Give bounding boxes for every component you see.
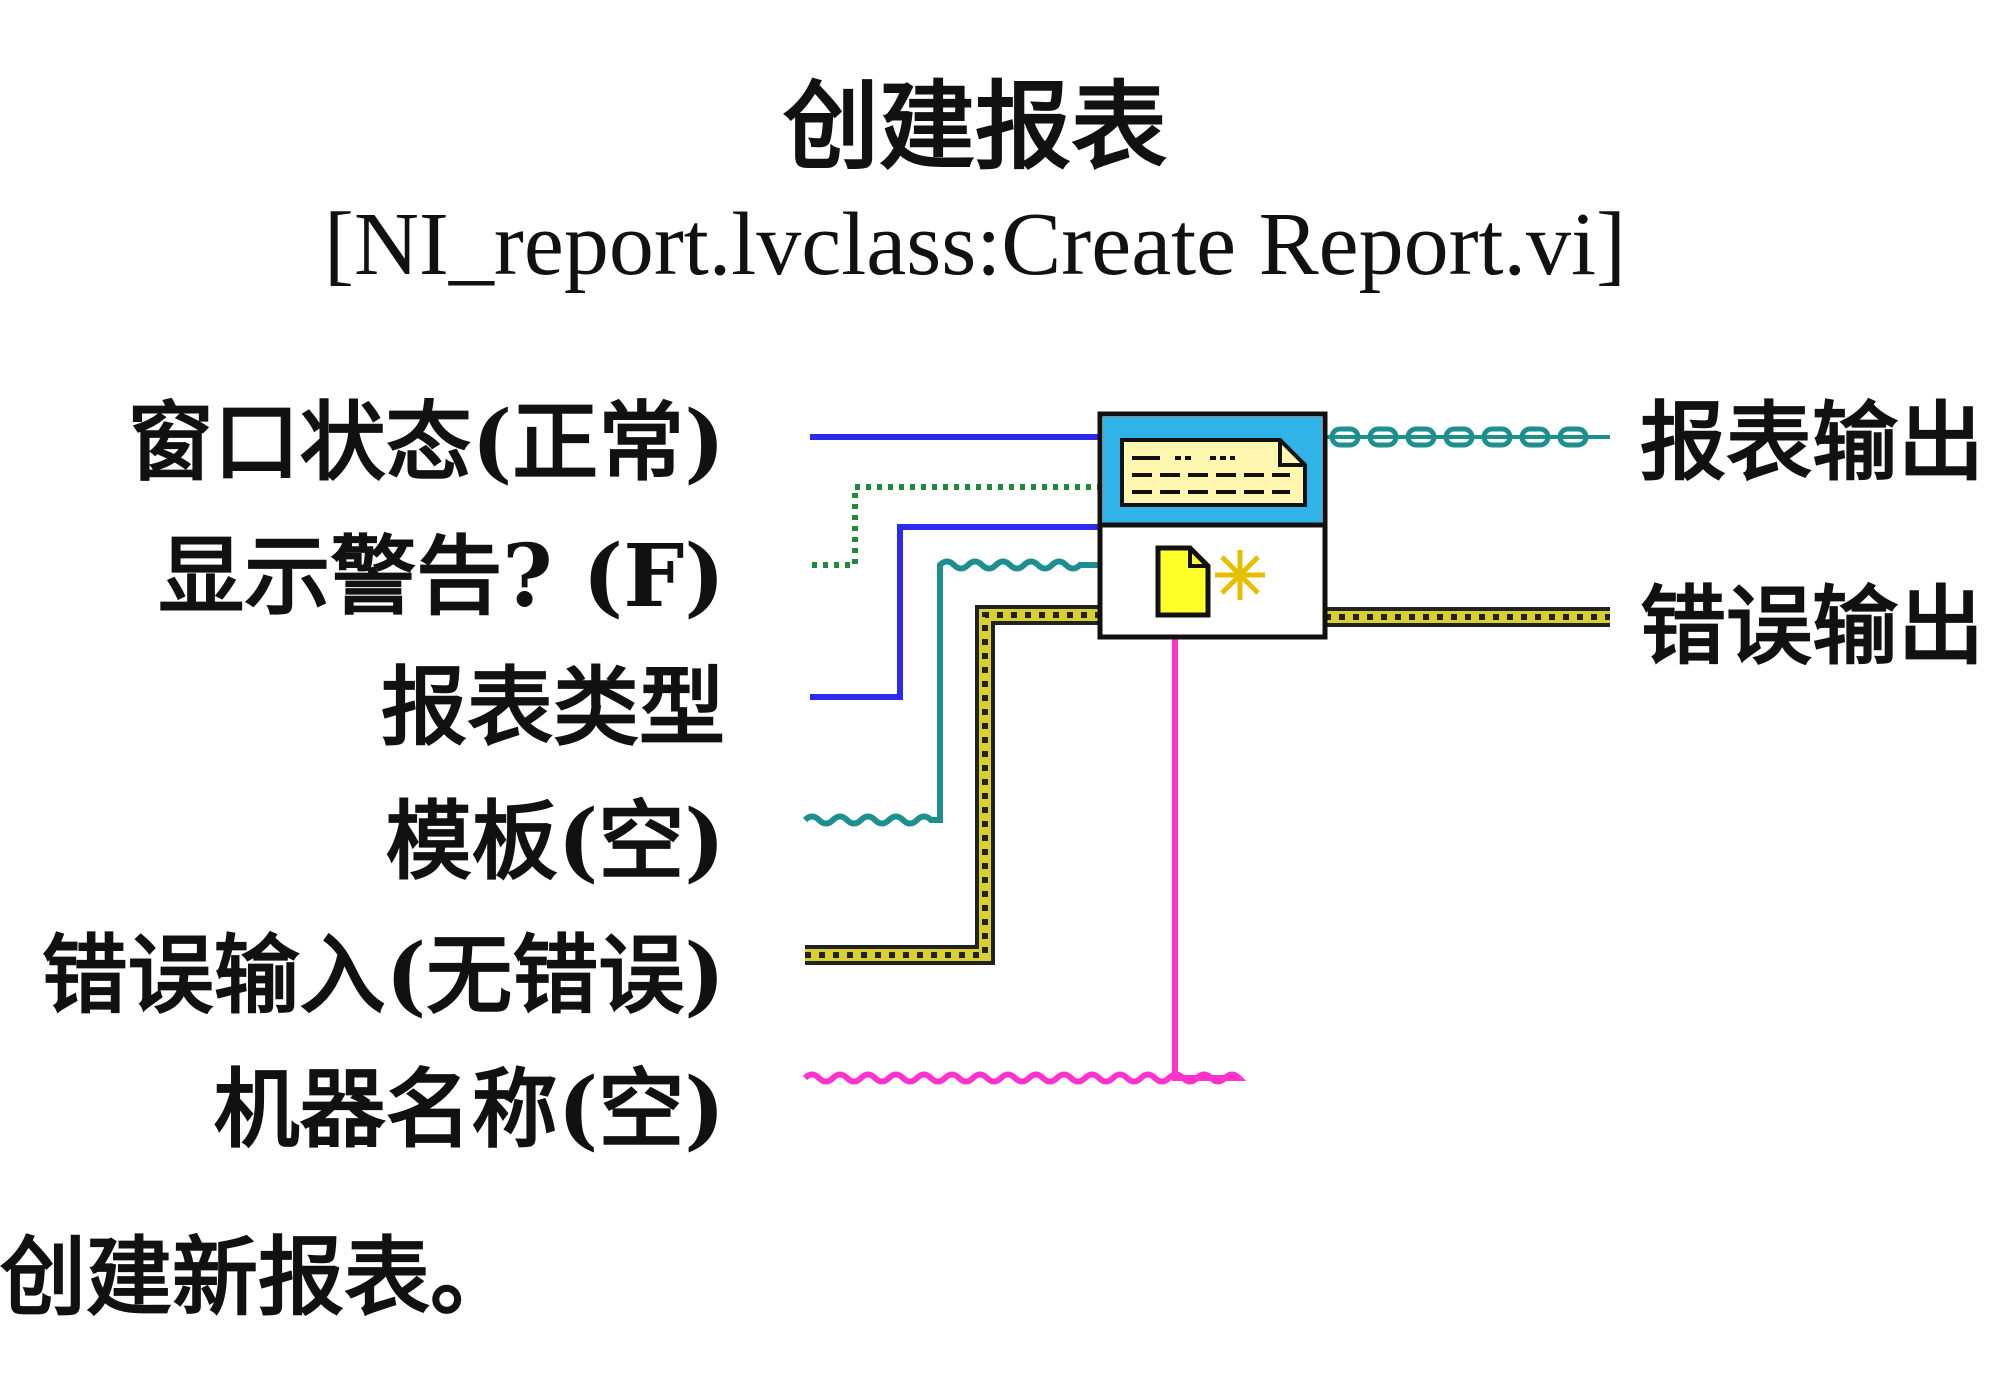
- new-file-icon: [1155, 545, 1265, 618]
- wire-show-warnings: [812, 484, 1100, 568]
- input-label-show-warnings: 显示警告? (F): [158, 526, 725, 627]
- output-label-report-out: 报表输出: [1640, 392, 1984, 493]
- diagram-title: 创建报表: [783, 70, 1167, 183]
- wire-machine-name: [802, 635, 1247, 1085]
- input-label-window-state: 窗口状态(正常): [127, 392, 725, 493]
- vi-path: [NI_report.lvclass:Create Report.vi]: [323, 195, 1627, 294]
- input-label-error-in: 错误输入(无错误): [41, 925, 725, 1026]
- wire-error-in-border: [805, 605, 1100, 965]
- wire-error-in-dots: [805, 612, 1100, 958]
- input-label-template: 模板(空): [385, 791, 725, 892]
- report-document-icon: [1120, 438, 1307, 507]
- wire-template: [802, 558, 1100, 827]
- description: 创建新报表。: [0, 1227, 516, 1328]
- wire-report-out-links: [1329, 426, 1589, 448]
- input-label-machine-name: 机器名称(空): [213, 1059, 725, 1160]
- wire-report-type: [810, 524, 1100, 700]
- output-label-error-out: 错误输出: [1640, 576, 1984, 677]
- wire-error-in: [805, 609, 1100, 961]
- vi-icon: [1097, 411, 1328, 640]
- input-label-report-type: 报表类型: [381, 657, 725, 758]
